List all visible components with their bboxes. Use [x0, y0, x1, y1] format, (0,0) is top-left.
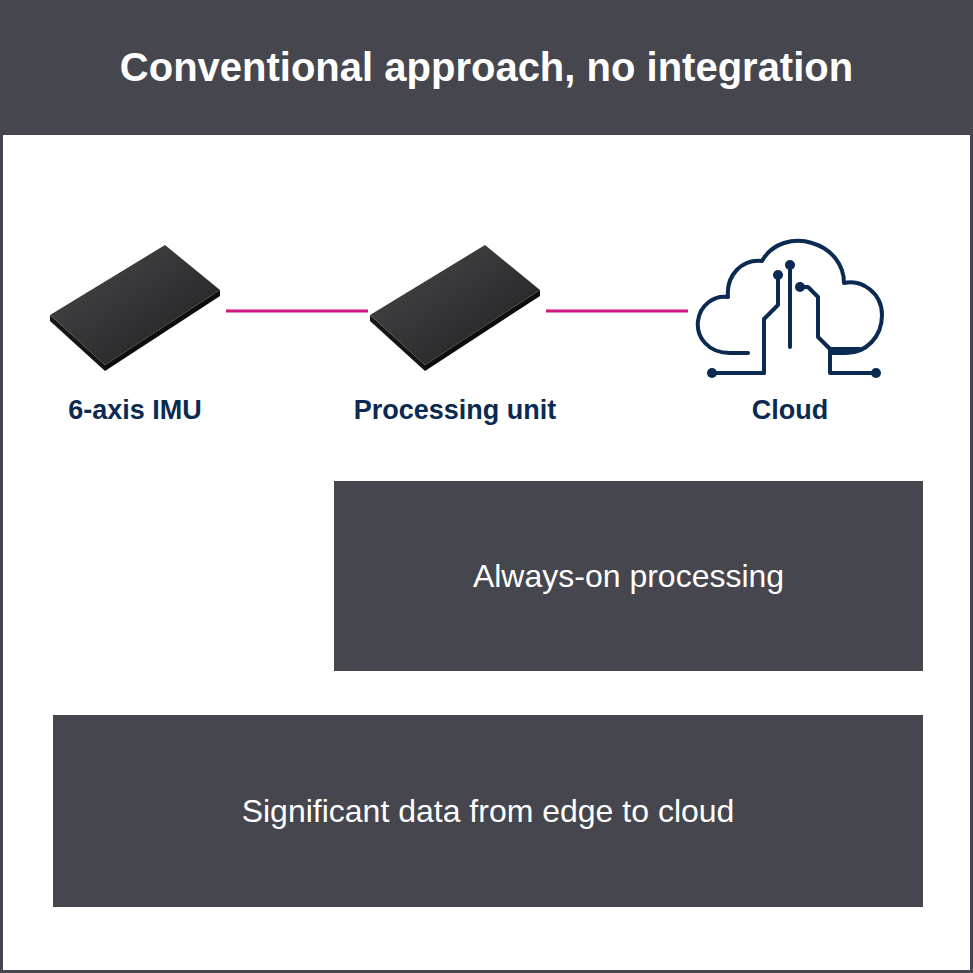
component-label: Processing unit: [340, 395, 570, 426]
chip-component: 6-axis IMU: [20, 245, 250, 435]
chip-icon: [370, 245, 542, 371]
info-box: Always-on processing: [334, 481, 923, 671]
connector-line: [546, 310, 688, 313]
connector-line: [226, 310, 368, 313]
chip-icon: [50, 245, 222, 371]
box-text: Always-on processing: [453, 558, 804, 595]
title-text: Conventional approach, no integration: [0, 0, 973, 135]
cloud-component: Cloud: [680, 235, 900, 435]
component-label: 6-axis IMU: [20, 395, 250, 426]
cloud-icon: [690, 235, 890, 385]
chip-component: Processing unit: [340, 245, 570, 435]
box-text: Significant data from edge to cloud: [222, 793, 755, 830]
info-box: Significant data from edge to cloud: [53, 715, 923, 907]
component-label: Cloud: [680, 395, 900, 426]
